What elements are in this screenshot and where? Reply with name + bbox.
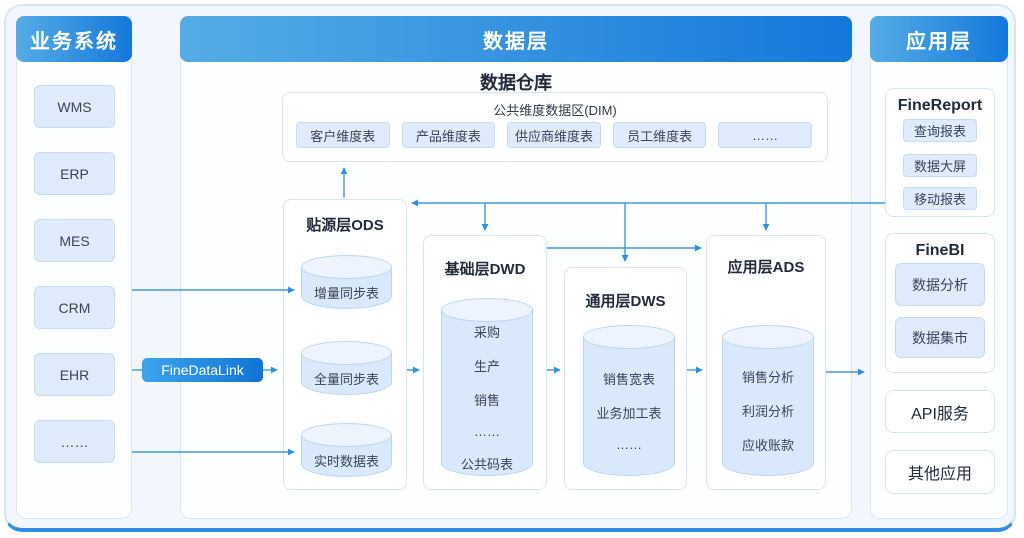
dws-title: 通用层DWS [585,293,666,310]
dim-tables-row: 客户维度表 产品维度表 供应商维度表 员工维度表 …… [296,122,812,148]
dim-table-employee: 员工维度表 [612,122,707,148]
finedatalink-badge: FineDataLink [142,358,263,382]
dim-table-more: …… [718,122,812,148]
dwd-line-purchase: 采购 [473,324,500,340]
ads-line-profit-analysis: 利润分析 [741,404,794,419]
ads-line-sales-analysis: 销售分析 [741,370,794,385]
dim-zone-title: 公共维度数据区(DIM) [493,103,617,118]
finereport-item-query-report: 查询报表 [903,119,977,142]
cylinder-ods-incremental: 增量同步表 [301,255,392,309]
header-business-systems: 业务系统 [16,16,132,62]
ads-title: 应用层ADS [727,259,805,276]
box-ehr: EHR [34,353,115,396]
finereport-item-data-screen: 数据大屏 [903,154,977,177]
ads-line-receivables: 应收账款 [741,438,794,453]
other-apps-card [885,450,995,494]
ods-title: 贴源层ODS [306,217,384,234]
finebi-item-data-mart: 数据集市 [895,317,985,358]
dwd-line-common-codes: 公共码表 [460,456,513,472]
box-mes: MES [34,219,115,262]
dwd-title: 基础层DWD [444,261,526,278]
finebi-item-data-analysis: 数据分析 [895,263,985,306]
dwd-line-more: …… [474,423,500,439]
header-data-layer: 数据层 [180,16,852,62]
dwd-line-production: 生产 [473,358,500,374]
dim-table-product: 产品维度表 [401,122,496,148]
cylinder-ods-full-sync: 全量同步表 [301,341,392,395]
application-layer-title: 应用层 [906,30,972,53]
business-systems-title: 业务系统 [30,30,118,53]
data-layer-title: 数据层 [483,30,549,53]
cylinder-top-ellipse [301,255,392,279]
cylinder-top-ellipse [441,298,533,322]
finereport-item-mobile-report: 移动报表 [903,187,977,210]
box-crm: CRM [34,286,115,329]
header-application-layer: 应用层 [870,16,1008,62]
cylinder-top-ellipse [301,341,392,365]
cylinder-ods-realtime: 实时数据表 [301,423,392,477]
cylinder-top-ellipse [722,325,814,349]
finereport-title: FineReport [897,97,983,114]
dim-table-customer: 客户维度表 [296,122,390,148]
finedatalink-label: FineDataLink [161,362,244,378]
box-erp: ERP [34,152,115,195]
box-wms: WMS [34,85,115,128]
box-more-systems: …… [34,420,115,463]
cylinder-dwd: 采购 生产 销售 …… 公共码表 [441,298,533,476]
dws-line-business-processed: 业务加工表 [596,406,662,421]
finebi-title: FineBI [915,242,965,259]
api-service-card [885,390,995,433]
dwd-line-sales: 销售 [473,392,500,408]
data-warehouse-title: 数据仓库 [480,73,552,93]
cylinder-dws: 销售宽表 业务加工表 …… [583,325,675,476]
cylinder-ads: 销售分析 利润分析 应收账款 [722,325,814,476]
api-service-label: API服务 [911,405,969,423]
dim-table-supplier: 供应商维度表 [507,122,601,148]
other-apps-label: 其他应用 [907,466,972,483]
dws-line-sales-wide: 销售宽表 [602,372,655,387]
cylinder-top-ellipse [583,325,675,349]
cylinder-top-ellipse [301,423,392,447]
dws-line-more: …… [616,437,642,452]
